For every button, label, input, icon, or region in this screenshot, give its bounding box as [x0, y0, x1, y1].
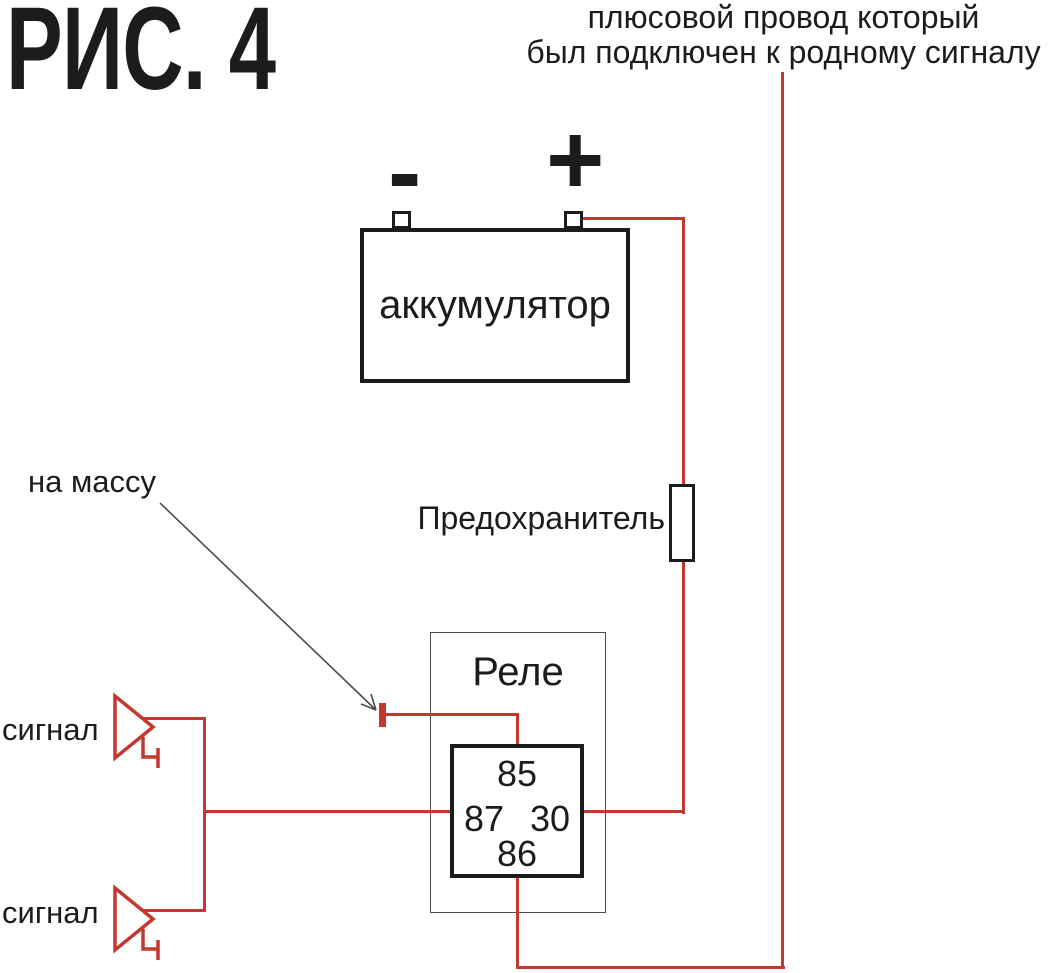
wire-pin85-vertical	[516, 713, 519, 748]
battery-plus-terminal	[564, 211, 583, 229]
wire-positive-signal-vertical	[781, 72, 784, 969]
battery-label: аккумулятор	[379, 283, 611, 327]
battery-box: аккумулятор	[360, 228, 630, 383]
relay-pin-85: 85	[496, 753, 538, 794]
relay-pin-86: 86	[496, 833, 538, 874]
wire-pin86-vertical	[516, 876, 519, 969]
fuse-label: Предохранитель	[417, 500, 665, 536]
wire-horn-bottom	[143, 909, 206, 912]
horn-bottom-label: сигнал	[2, 895, 99, 930]
fuse-symbol	[669, 484, 695, 562]
note-line-1: плюсовой провод который	[587, 0, 980, 35]
ground-arrow-icon	[159, 502, 377, 711]
relay-inner-box: 85 87 30 86	[450, 744, 584, 878]
relay-label: Реле	[472, 650, 564, 694]
wire-pin87-horizontal	[204, 810, 452, 813]
horn-top-icon	[113, 692, 160, 768]
wire-pin30-horizontal	[583, 810, 685, 813]
figure-title: РИС. 4	[6, 0, 276, 115]
battery-minus-terminal	[392, 211, 411, 229]
relay-pin-87: 87	[464, 798, 505, 839]
horn-bottom-icon	[113, 884, 160, 960]
battery-minus-symbol: -	[388, 116, 422, 228]
battery-plus-symbol: +	[546, 104, 605, 216]
note-line-2: был подключен к родному сигналу	[526, 34, 1041, 70]
wire-battery-plus-horizontal	[583, 217, 685, 220]
wire-horn-top	[143, 717, 206, 720]
wire-horn-bus-vertical	[203, 717, 206, 912]
relay-pin-30: 30	[529, 798, 570, 839]
horn-top-label: сигнал	[2, 712, 99, 747]
wire-ground-terminal-bar	[379, 703, 386, 727]
wire-battery-to-fuse	[682, 217, 685, 487]
wire-fuse-to-pin30	[682, 557, 685, 814]
wire-bottom-horizontal	[516, 966, 785, 969]
wire-pin85-horizontal	[383, 713, 519, 716]
ground-label: на массу	[28, 464, 157, 499]
positive-wire-note: плюсовой провод который был подключен к …	[512, 0, 1055, 70]
